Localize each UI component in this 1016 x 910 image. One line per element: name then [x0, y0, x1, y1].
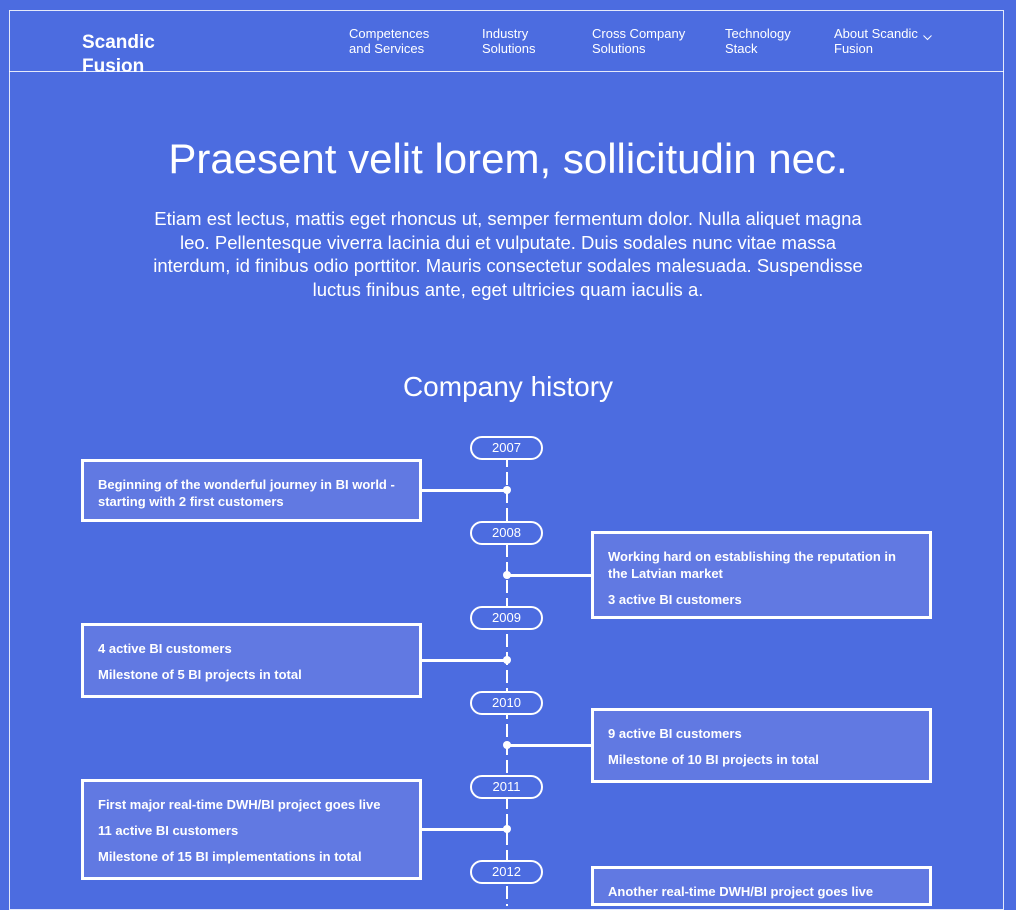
timeline-line: [506, 436, 508, 906]
history-card-line: 3 active BI customers: [608, 592, 742, 607]
company-history-title: Company history: [402, 371, 614, 402]
history-card-2011: First major real-time DWH/BI project goe…: [81, 779, 422, 880]
brand-logo[interactable]: Scandic Fusion: [82, 32, 155, 77]
nav-technology-stack[interactable]: Technology Stack: [725, 26, 791, 56]
history-card-line: Another real-time DWH/BI project goes li…: [608, 884, 874, 899]
site-header: [9, 10, 1004, 72]
chevron-down-icon[interactable]: [923, 28, 932, 46]
history-card-line: 11 active BI customers: [98, 823, 239, 838]
timeline-dot: [503, 741, 511, 749]
timeline-dot: [503, 825, 511, 833]
history-card-2008: Working hard on establishing the reputat…: [591, 531, 932, 619]
timeline-connector: [421, 659, 507, 662]
history-card-2010: 9 active BI customers Milestone of 10 BI…: [591, 708, 932, 783]
history-card-line: Beginning of the wonderful journey in BI…: [98, 477, 395, 509]
year-badge-2007: 2007: [470, 436, 543, 460]
nav-industry-solutions[interactable]: Industry Solutions: [482, 26, 536, 56]
nav-cross-company-solutions[interactable]: Cross Company Solutions: [592, 26, 686, 56]
year-badge-2011: 2011: [470, 775, 543, 799]
timeline-connector: [421, 489, 507, 492]
year-badge-2012: 2012: [470, 860, 543, 884]
history-card-line: Milestone of 10 BI projects in total: [608, 752, 819, 767]
hero-title: Praesent velit lorem, sollicitudin nec.: [168, 135, 848, 182]
year-badge-2010: 2010: [470, 691, 543, 715]
timeline-connector: [421, 828, 507, 831]
history-card-line: 4 active BI customers: [98, 641, 232, 656]
timeline-connector: [507, 574, 593, 577]
history-card-2009: 4 active BI customers Milestone of 5 BI …: [81, 623, 422, 698]
timeline-dot: [503, 656, 511, 664]
history-card-2012: Another real-time DWH/BI project goes li…: [591, 866, 932, 906]
timeline-dot: [503, 486, 511, 494]
timeline-dot: [503, 571, 511, 579]
history-card-line: Milestone of 5 BI projects in total: [98, 667, 302, 682]
history-card-line: Working hard on establishing the reputat…: [608, 549, 896, 581]
hero-description: Etiam est lectus, mattis eget rhoncus ut…: [153, 208, 863, 300]
history-card-2007: Beginning of the wonderful journey in BI…: [81, 459, 422, 522]
history-card-line: 9 active BI customers: [608, 726, 742, 741]
nav-competences-and-services[interactable]: Competences and Services: [349, 26, 430, 56]
year-badge-2008: 2008: [470, 521, 543, 545]
year-badge-2009: 2009: [470, 606, 543, 630]
history-card-line: First major real-time DWH/BI project goe…: [98, 797, 381, 812]
history-card-line: Milestone of 15 BI implementations in to…: [98, 849, 362, 864]
nav-about-scandic-fusion[interactable]: About Scandic Fusion: [834, 26, 918, 56]
timeline-connector: [507, 744, 593, 747]
